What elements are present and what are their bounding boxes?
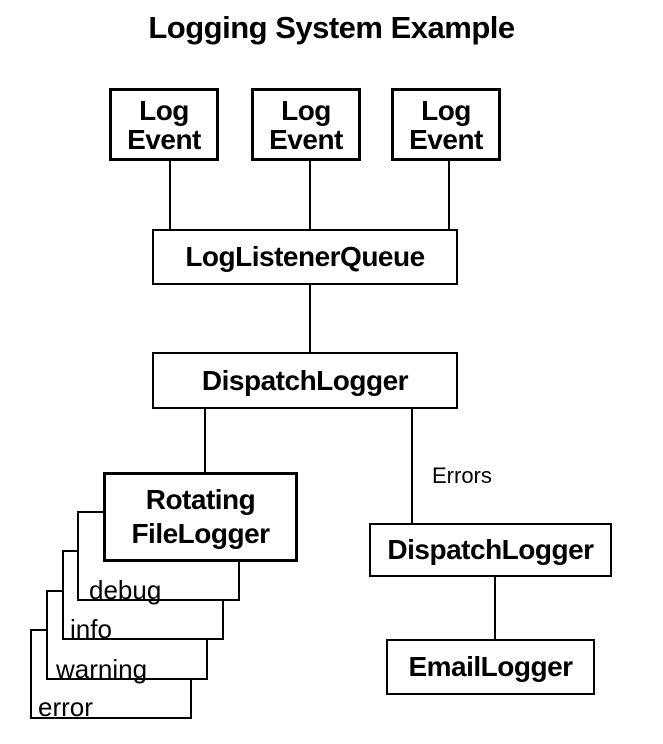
dispatch-logger-errors-node: DispatchLogger — [369, 523, 612, 577]
edge-logevent2-queue — [309, 161, 311, 229]
edge-dispatcher-filelogger — [204, 409, 206, 472]
edge-dispatcher-errors — [411, 409, 413, 523]
errors-edge-label: Errors — [432, 463, 492, 488]
log-listener-queue-node: LogListenerQueue — [152, 229, 458, 285]
log-event-node-3: Log Event — [391, 88, 501, 161]
email-logger-node: EmailLogger — [386, 639, 595, 695]
error-level-label: error — [38, 692, 93, 722]
edge-queue-dispatcher — [309, 285, 311, 352]
log-event-node-2: Log Event — [251, 88, 361, 161]
dispatch-logger-main-node: DispatchLogger — [152, 352, 458, 409]
edge-logevent3-queue — [448, 161, 450, 229]
log-event-node-1: Log Event — [109, 88, 219, 161]
edge-logevent1-queue — [169, 161, 171, 229]
info-level-label: info — [70, 614, 112, 644]
diagram-title: Logging System Example — [148, 10, 515, 45]
warning-level-label: warning — [56, 654, 148, 684]
rotating-file-logger-node: Rotating FileLogger — [103, 472, 298, 562]
edge-errors-email — [494, 577, 496, 639]
debug-level-label: debug — [89, 575, 162, 605]
